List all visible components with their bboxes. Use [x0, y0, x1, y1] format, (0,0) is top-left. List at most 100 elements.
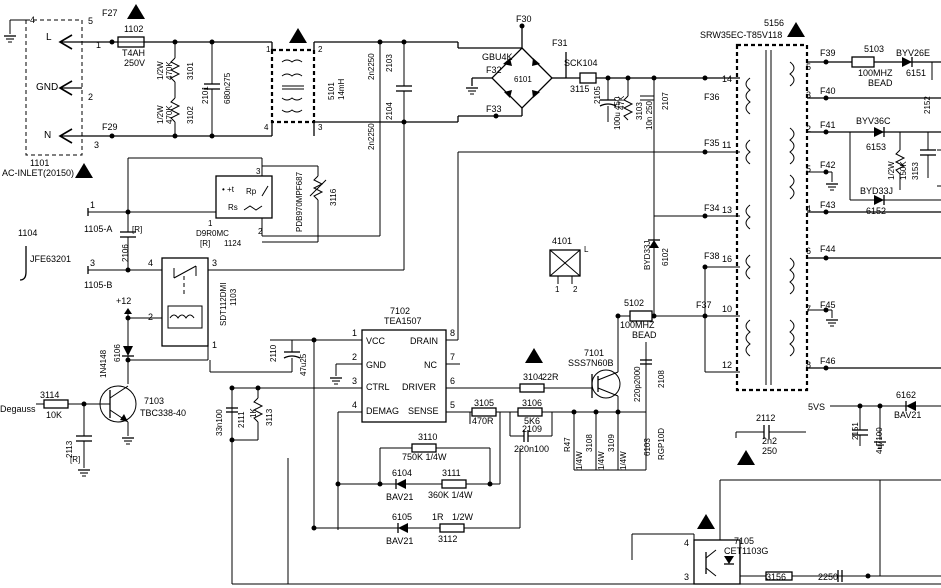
r3111-value: 360K 1/4W: [428, 490, 473, 500]
l5102-ref: 5102: [624, 298, 644, 308]
diode-icon: [503, 58, 512, 66]
f32-label: F32: [486, 65, 502, 75]
d6102-part: BYD33J: [643, 241, 652, 270]
c2106-ref: 2106: [121, 244, 130, 262]
r3101-value: 470K: [165, 61, 174, 80]
ic-ctrl: CTRL: [366, 382, 390, 392]
fuse-rating: T4AH: [122, 48, 145, 58]
r3103-ref: 3103: [635, 102, 644, 120]
c2105-value: 100u 450: [613, 96, 622, 130]
thermistor-sck104: SCK104 3115: [564, 58, 705, 94]
inlet-part: AC-INLET(20150): [2, 168, 74, 178]
r3103-value: 47K: [617, 95, 626, 110]
relay-pin-3: 3: [212, 258, 217, 268]
ic-part: TEA1507: [384, 316, 422, 326]
f27-label: F27: [102, 8, 118, 18]
bulk-capacitor-2105: 2105 100u 450 47K 3103 10n 250 2107: [593, 78, 670, 316]
r3147-label: R47: [563, 437, 572, 452]
q7101-ref: 7101: [584, 348, 604, 358]
bridge-part: GBU4K: [482, 52, 513, 62]
l5102-freq: 100MHZ: [620, 320, 655, 330]
diode-icon: [396, 479, 406, 489]
f41-label: F41: [820, 120, 836, 130]
ic-pin-3: 3: [352, 376, 357, 386]
transformer-ref: 5156: [764, 18, 784, 28]
c2103-ref: 2103: [385, 54, 394, 72]
warning-triangle-icon: [127, 4, 145, 19]
r3106-value: 5K6: [524, 416, 540, 426]
d6151-part: BYV26E: [896, 48, 930, 58]
c2113-ref: 2113: [65, 440, 74, 458]
c2110-value: 47u25: [299, 353, 308, 376]
c2112-value: 2n2: [762, 436, 777, 446]
d6103-part: RGP10D: [657, 428, 666, 460]
tx-pin-16: 16: [722, 254, 732, 264]
c2111-value: 33n100: [215, 409, 224, 436]
ic-driver: DRIVER: [402, 382, 437, 392]
r3110-ref: 3110: [418, 432, 437, 442]
ic-pin-8: 8: [450, 328, 455, 338]
choke-pin-3: 3: [318, 123, 323, 132]
f37-label: F37: [696, 300, 712, 310]
c2104-value: 2n2250: [367, 123, 376, 150]
d6153-part: BYV36C: [856, 116, 891, 126]
capacitor-2112: 2112 2n2 250: [735, 413, 806, 465]
ref-4101-pin2: 2: [573, 285, 578, 294]
ground-icon: [3, 35, 17, 43]
choke-pin-1: 1: [266, 45, 271, 54]
l5103-bead: BEAD: [868, 78, 893, 88]
l5101-ref: 5101: [327, 82, 336, 100]
r3113-value: 1K: [249, 408, 258, 418]
ic-drain: DRAIN: [410, 336, 438, 346]
q7103-ref: 7103: [144, 396, 164, 406]
r3146-power: 1/4W: [597, 451, 606, 470]
inlet-pin-3: 3: [94, 140, 99, 150]
c2109-ref: 2109: [522, 424, 542, 434]
ptc-pin-2: 2: [258, 227, 263, 236]
r3112-ref: 3112: [438, 534, 457, 544]
r3115-ref: 3115: [570, 84, 589, 94]
sck104-part: SCK104: [564, 58, 598, 68]
c2108-value: 220p2000: [633, 366, 642, 402]
ic-pin-4: 4: [352, 400, 357, 410]
f35-label: F35: [704, 138, 720, 148]
r3112-value-a: 1R: [432, 512, 444, 522]
inlet-l-label: L: [46, 32, 52, 43]
inlet-gnd-label: GND: [36, 82, 58, 93]
transformer-5156: 5156 SRW35EC-T85V118 14 11 13 16 10 12 5…: [700, 18, 811, 392]
tx-pin-7: 7: [806, 304, 811, 314]
c2112-ref: 2112: [756, 413, 775, 423]
f33-label: F33: [486, 104, 502, 114]
opto-pin-3: 3: [684, 572, 689, 582]
r3112-value-b: 1/2W: [452, 512, 474, 522]
ptc-pin-3: 3: [256, 167, 261, 176]
choke-output-wiring: [314, 39, 459, 125]
r3104-ref: 3104: [523, 372, 543, 382]
f46-label: F46: [820, 356, 836, 366]
ic-sense: SENSE: [408, 406, 439, 416]
capacitor-2101: 2101 680n275: [201, 39, 232, 139]
inlet-pin-1: 1: [96, 40, 101, 50]
c2101-value: 680n275: [223, 72, 232, 104]
d6162-part: BAV21: [894, 410, 921, 420]
conn-1105a: 1105-A: [84, 224, 112, 234]
v12-label: +12: [116, 296, 131, 306]
c2103-value: 2n2250: [367, 53, 376, 80]
d6152-ref: 6152: [866, 206, 886, 216]
relay-pin-4: 4: [148, 258, 153, 268]
v5vs-label: 5VS: [808, 402, 825, 412]
c2112-voltage: 250: [762, 446, 777, 456]
startup-network: 3110 750K 1/4W 6104 BAV21 3111 360K 1/4W…: [311, 412, 521, 546]
c2151-value: 4u7100: [875, 427, 884, 454]
c2105-ref: 2105: [593, 86, 602, 104]
c2104-ref: 2104: [385, 102, 394, 120]
controller-ic-7102: 7102 TEA1507 VCC GND CTRL DEMAG DRAIN NC…: [232, 306, 520, 530]
f36-label: F36: [704, 92, 720, 102]
mosfet-stage: 3104 22R 7101 SSS7N60B 3105 470R 3106 5K…: [457, 152, 705, 471]
r3102-ref: 3102: [186, 106, 195, 124]
conn-1104-part: JFE63201: [30, 254, 71, 264]
d6105-ref: 6105: [392, 512, 412, 522]
diode-icon: [504, 90, 512, 98]
r3113-ref: 3113: [265, 408, 274, 426]
